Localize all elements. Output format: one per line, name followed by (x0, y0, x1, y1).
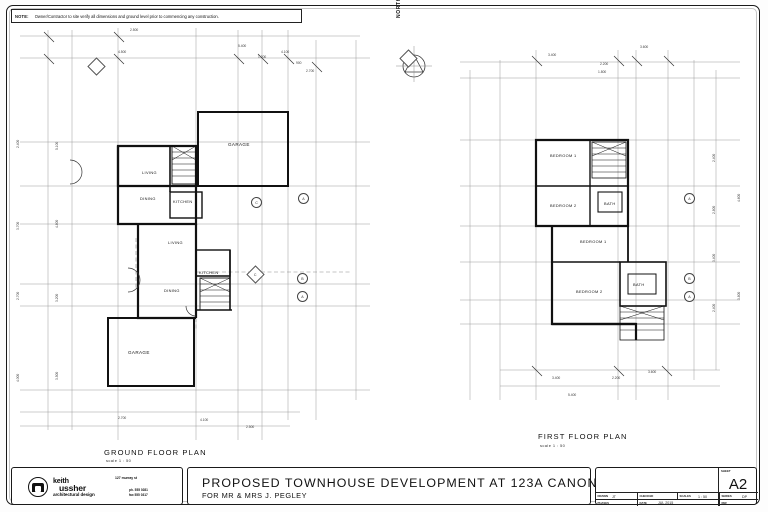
ground-floor-plan-scale: scale 1 : 50 (106, 458, 132, 463)
dimension-text: 5.400 (568, 393, 577, 397)
section-marker[interactable]: A (297, 193, 312, 204)
dimension-text: 5.100 (55, 141, 59, 150)
room-label: BEDROOM 1 (580, 239, 607, 244)
room-label: KITCHEN (173, 199, 193, 204)
sheet-number: A2 (728, 476, 748, 493)
meta-value-drawn: JT (612, 494, 616, 499)
meta-value-date: JUL 2015 (658, 501, 674, 506)
dimension-text: 4.800 (55, 219, 59, 228)
logo-name-line2: ussher (59, 483, 86, 493)
dimension-text: 2.400 (16, 139, 20, 148)
sheet-label: SHEET (721, 469, 731, 473)
meta-label-date: DATE (639, 501, 647, 505)
drawing-meta-panel: SHEET A2 DRAWN JT CHECKED SCALES 1 : 50 (595, 467, 758, 506)
dimension-text: 3.400 (548, 53, 557, 57)
dimension-text: 4.100 (200, 418, 209, 422)
note-text: Owner/Contractor to site verify all dime… (34, 13, 219, 19)
room-label: KITCHEN (199, 270, 219, 275)
dimension-text: 3.700 (16, 221, 20, 230)
dimension-text: 4.500 (118, 50, 127, 54)
room-label: BEDROOM 2 (576, 289, 603, 294)
logo-phone: ph. 555 0281 (129, 488, 148, 492)
room-label: BEDROOM 2 (550, 203, 577, 208)
dimension-text: 4.600 (737, 193, 741, 202)
room-label: BEDROOM 1 (550, 153, 577, 158)
project-title: PROPOSED TOWNHOUSE DEVELOPMENT AT 123A C… (202, 476, 658, 490)
meta-row-2: PHASES DATE JUL 2015 (596, 499, 720, 506)
project-title-panel: PROPOSED TOWNHOUSE DEVELOPMENT AT 123A C… (187, 467, 656, 505)
first-floor-plan-graphics (460, 50, 740, 400)
dimension-text: 2.200 (612, 376, 621, 380)
logo-name-line1: keith (53, 476, 69, 485)
room-label: LIVING (168, 240, 183, 245)
dimension-text: 1.200 (258, 55, 267, 59)
meta-label-scales: SCALES (679, 494, 691, 498)
meta-row-series: SERIES DP (720, 492, 758, 499)
sheet-border (6, 5, 760, 505)
meta-row-ref: REF (720, 499, 758, 506)
logo-address: 127 murray st (115, 476, 138, 480)
dimension-text: 3.500 (55, 371, 59, 380)
ground-floor-plan-title: GROUND FLOOR PLAN (104, 448, 207, 457)
dimension-text: 4.000 (16, 373, 20, 382)
room-label: BATH (604, 201, 616, 206)
meta-value-series: DP (742, 494, 747, 499)
section-marker[interactable]: A (683, 291, 698, 302)
title-block: keith ussher architectural design 127 mu… (11, 467, 758, 506)
logo-panel: keith ussher architectural design 127 mu… (11, 467, 183, 505)
dimension-text: 2.400 (712, 303, 716, 312)
dimension-text: 3.600 (640, 45, 649, 49)
section-marker[interactable]: B (296, 273, 311, 284)
room-label: LIVING (142, 170, 157, 175)
room-label: GARAGE (228, 142, 250, 147)
room-label: BATH (633, 282, 645, 287)
meta-value-scales: 1 : 50 (698, 494, 707, 499)
company-logo-icon (28, 477, 48, 497)
meta-label-series: SERIES (721, 494, 732, 498)
dimension-text: 2.700 (16, 291, 20, 300)
logo-tagline: architectural design (53, 492, 95, 497)
dimension-text: 3.400 (712, 253, 716, 262)
dimension-text: 3.600 (648, 370, 657, 374)
sheet-number-cell: SHEET A2 (718, 468, 756, 506)
section-marker[interactable]: C (250, 197, 265, 208)
dimension-text: 1.800 (598, 70, 607, 74)
dimension-text: 2.200 (600, 62, 609, 66)
meta-label-drawn: DRAWN (597, 494, 609, 498)
dimension-text: 2.500 (130, 28, 139, 32)
meta-label-phases: PHASES (597, 501, 610, 505)
section-marker[interactable]: A (683, 193, 698, 204)
dimension-text: 4.100 (281, 50, 290, 54)
dimension-text: 3.400 (552, 376, 561, 380)
room-label: DINING (140, 196, 156, 201)
first-floor-plan-scale: scale 1 : 50 (540, 443, 566, 448)
note-label: NOTE: (15, 13, 29, 19)
project-subtitle: FOR MR & MRS J. PEGLEY (202, 491, 308, 500)
first-floor-plan-title: FIRST FLOOR PLAN (538, 432, 628, 441)
dimension-text: 3.200 (55, 293, 59, 302)
dimension-text: 2.400 (712, 153, 716, 162)
dimension-text: 5.400 (238, 44, 247, 48)
dimension-text: 900 (296, 61, 302, 65)
dimension-text: 3.800 (737, 291, 741, 300)
ground-floor-plan-graphics (20, 28, 370, 440)
dimension-text: 2.500 (246, 425, 255, 429)
general-note: NOTE: Owner/Contractor to site verify al… (11, 9, 302, 23)
meta-label-checked: CHECKED (639, 494, 654, 498)
section-marker[interactable]: B (683, 273, 698, 284)
room-label: DINING (164, 288, 180, 293)
dimension-text: 2.700 (306, 69, 315, 73)
meta-label-ref: REF (721, 501, 728, 505)
section-marker[interactable]: A (296, 291, 311, 302)
room-label: GARAGE (128, 350, 150, 355)
meta-row-1: DRAWN JT CHECKED SCALES 1 : 50 (596, 492, 720, 499)
dimension-text: 2.800 (712, 205, 716, 214)
logo-fax: fax 555 0317 (129, 493, 148, 497)
dimension-text: 2.700 (118, 416, 127, 420)
